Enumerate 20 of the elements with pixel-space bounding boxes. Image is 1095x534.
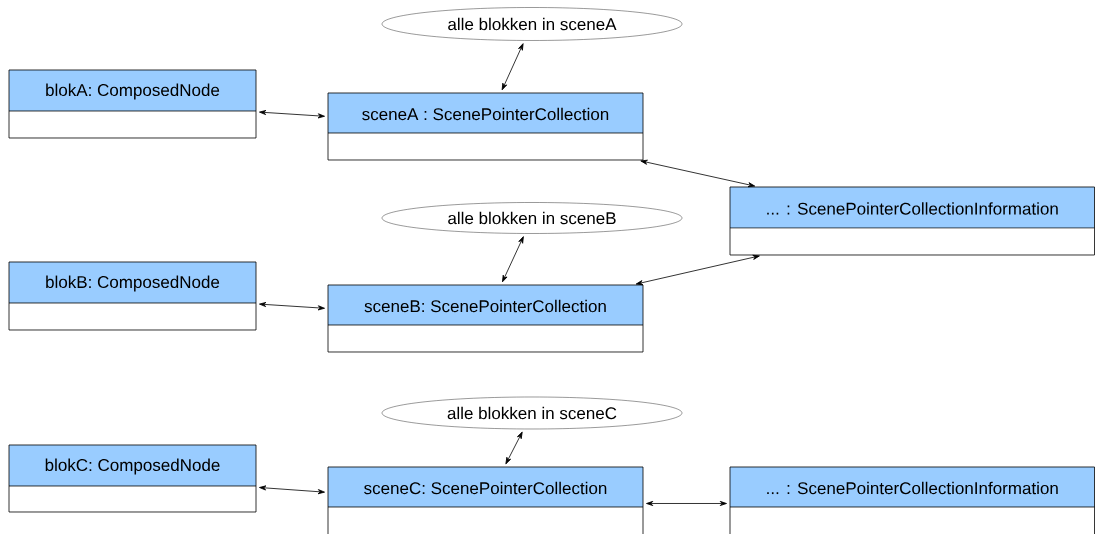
- arrow: [646, 500, 727, 506]
- ellipse-node: alle blokken in sceneA: [381, 7, 683, 41]
- object-box: sceneB: ScenePointerCollection: [327, 284, 644, 353]
- object-box: sceneA : ScenePointerCollection: [327, 92, 644, 161]
- object-box: blokC: ComposedNode: [8, 444, 257, 513]
- object-box: blokB: ComposedNode: [8, 261, 257, 331]
- arrow: [505, 431, 523, 465]
- arrow: [259, 109, 325, 119]
- ellipse-node: alle blokken in sceneB: [381, 202, 683, 234]
- arrow: [501, 43, 524, 91]
- arrow: [502, 236, 524, 283]
- ellipse-node: alle blokken in sceneC: [381, 396, 683, 430]
- arrow: [640, 159, 756, 188]
- arrow: [259, 485, 325, 495]
- object-box: ... : ScenePointerCollectionInformation: [729, 466, 1095, 534]
- object-box: blokA: ComposedNode: [8, 69, 257, 139]
- arrow: [635, 254, 760, 286]
- object-box: ... : ScenePointerCollectionInformation: [729, 186, 1095, 256]
- object-box: sceneC: ScenePointerCollection: [327, 466, 644, 534]
- arrow: [259, 302, 325, 311]
